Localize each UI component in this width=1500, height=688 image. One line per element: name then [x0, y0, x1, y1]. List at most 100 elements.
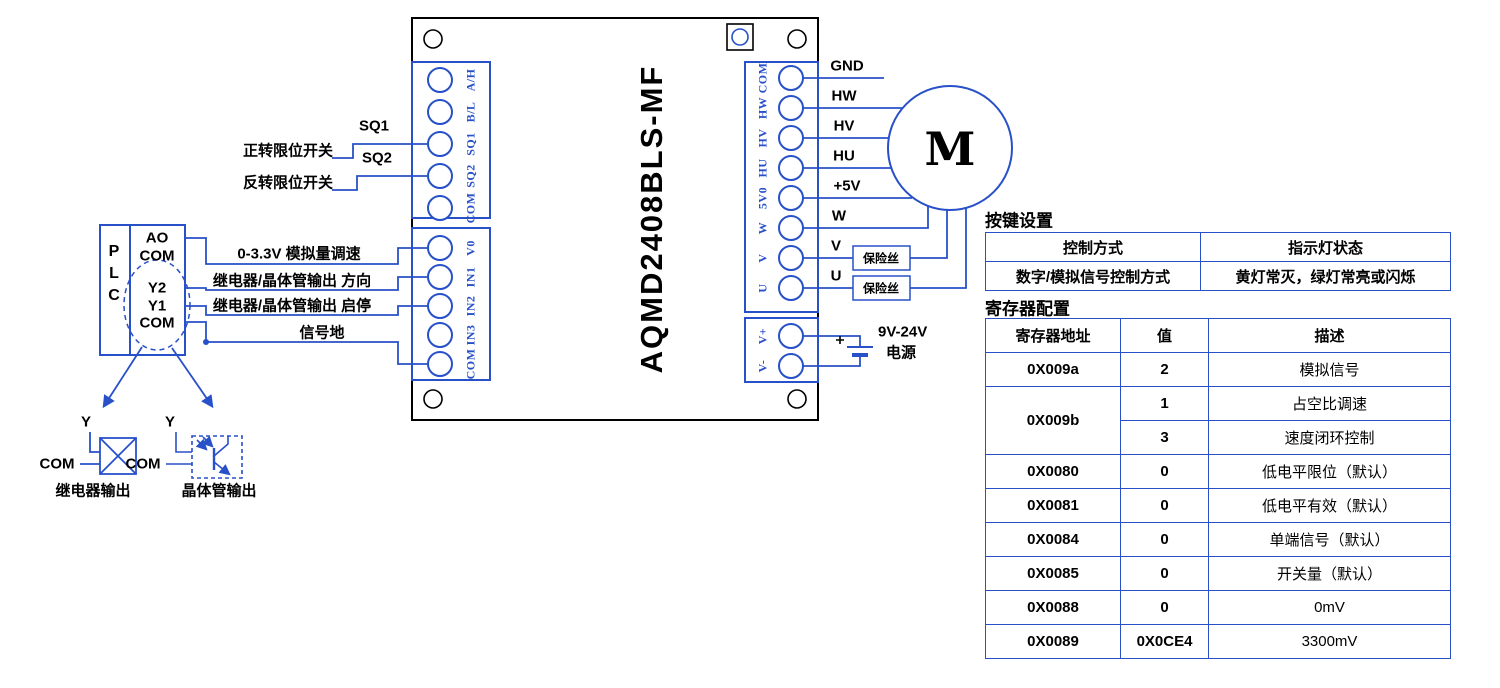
- table-row: 0X0081 0 低电平有效（默认）: [985, 488, 1451, 523]
- table-cell: 黄灯常灭，绿灯常亮或闪烁: [1200, 261, 1451, 291]
- register-address: 0X009b: [985, 386, 1121, 455]
- table-row: 0X009a 2 模拟信号: [985, 352, 1451, 387]
- wire-v-minus: [803, 355, 861, 367]
- power-supply-label: 电源: [886, 344, 917, 362]
- key-settings-table: 控制方式 指示灯状态 数字/模拟信号控制方式 黄灯常灭，绿灯常亮或闪烁: [985, 232, 1451, 291]
- register-value: 2: [1120, 352, 1209, 387]
- fuse-label-u: 保险丝: [862, 281, 900, 296]
- pin-label-hu: HU: [755, 158, 770, 178]
- table-row: 控制方式 指示灯状态: [985, 232, 1451, 262]
- register-description: 低电平有效（默认）: [1208, 488, 1451, 523]
- motor-wires: [803, 77, 967, 367]
- plc-terminal-y1: Y1: [147, 297, 167, 315]
- table-row: 0X0088 0 0mV: [985, 590, 1451, 625]
- mounting-hole-icon: [787, 389, 807, 409]
- forward-limit-switch-label: 正转限位开关: [242, 142, 334, 160]
- plc-box: [99, 224, 186, 356]
- pin-label-com-r: COM: [755, 62, 770, 94]
- wire-signal-ground: [185, 321, 428, 365]
- pin-label-hw: HW: [755, 96, 770, 120]
- wire-label-5v: +5V: [833, 177, 861, 195]
- pin-label-sq2: SQ2: [463, 164, 478, 188]
- table-row: 0X0089 0X0CE4 3300mV: [985, 624, 1451, 659]
- register-description: 开关量（默认）: [1208, 556, 1451, 591]
- pin-label-u: U: [755, 283, 770, 293]
- mounting-hole-icon: [423, 29, 443, 49]
- register-description: 单端信号（默认）: [1208, 522, 1451, 557]
- register-description: 占空比调速: [1208, 386, 1451, 421]
- pin-label-v: V: [755, 253, 770, 263]
- fuse-label-v: 保险丝: [862, 251, 900, 266]
- key-settings-title: 按键设置: [985, 211, 1053, 231]
- wire-label-v: V: [830, 237, 842, 255]
- analog-speed-label: 0-3.3V 模拟量调速: [237, 245, 361, 263]
- terminal-circle: [427, 99, 453, 125]
- wire-label-hv: HV: [833, 117, 855, 135]
- relay-y-label: Y: [80, 413, 92, 431]
- transistor-output-icon: [166, 432, 243, 479]
- terminal-circle: [778, 185, 804, 211]
- terminal-circle: [778, 245, 804, 271]
- pin-label-bl: B/L: [463, 101, 478, 123]
- fuse-box-u: [852, 275, 911, 301]
- battery-icon: [836, 336, 873, 357]
- pin-label-com: COM: [463, 192, 478, 224]
- register-description: 0mV: [1208, 590, 1451, 625]
- table-row: 0X0080 0 低电平限位（默认）: [985, 454, 1451, 489]
- pin-label-ah: A/H: [463, 68, 478, 92]
- table-cell: 数字/模拟信号控制方式: [985, 261, 1201, 291]
- plc-letter-l: L: [109, 265, 119, 282]
- mounting-holes: [423, 29, 807, 409]
- table-row: 0X009b 1 占空比调速: [985, 386, 1451, 455]
- column-header: 寄存器地址: [985, 318, 1121, 353]
- pin-label-hv: HV: [755, 128, 770, 148]
- register-value: 0: [1120, 454, 1209, 489]
- mounting-hole-icon: [423, 389, 443, 409]
- power-voltage-label: 9V-24V: [878, 323, 928, 341]
- register-description: 速度闭环控制: [1208, 420, 1451, 455]
- table-row: 0X0084 0 单端信号（默认）: [985, 522, 1451, 557]
- motor-label: M: [924, 122, 976, 176]
- register-config-title: 寄存器配置: [985, 299, 1070, 319]
- junction-dot: [203, 339, 209, 345]
- terminal-circle: [778, 125, 804, 151]
- wire-sq2: [332, 175, 428, 191]
- plc-wires: [185, 237, 428, 365]
- terminal-circle: [778, 215, 804, 241]
- output-group-ellipse: [123, 259, 191, 351]
- terminal-circle: [427, 235, 453, 261]
- terminal-circle: [427, 351, 453, 377]
- table-row: 寄存器地址 值 描述: [985, 318, 1451, 353]
- board-name: AQMD2408BLS-MF: [634, 64, 669, 374]
- wire-label-gnd: GND: [830, 57, 864, 75]
- register-address: 0X0080: [985, 454, 1121, 489]
- register-value: 1: [1120, 386, 1209, 421]
- column-header: 指示灯状态: [1200, 232, 1451, 262]
- plc-terminal-com: COM: [139, 247, 175, 265]
- plc-letter-p: P: [108, 243, 120, 260]
- transistor-caption: 晶体管输出: [181, 482, 257, 500]
- pin-label-vplus: V+: [755, 327, 770, 345]
- column-header: 描述: [1208, 318, 1451, 353]
- terminal-circle: [778, 353, 804, 379]
- plus-sign-icon: [836, 336, 844, 344]
- pin-label-5v0: 5V0: [755, 186, 770, 210]
- pin-label-in2: IN2: [463, 295, 478, 317]
- register-description: 低电平限位（默认）: [1208, 454, 1451, 489]
- register-value: 0: [1120, 488, 1209, 523]
- reverse-limit-switch-label: 反转限位开关: [242, 174, 334, 192]
- column-header: 值: [1120, 318, 1209, 353]
- transistor-com-label: COM: [125, 455, 161, 473]
- pin-label-in3: IN3: [463, 324, 478, 346]
- sq2-label: SQ2: [361, 149, 393, 167]
- plc-letter-c: C: [108, 287, 120, 304]
- register-value: 0X0CE4: [1120, 624, 1209, 659]
- terminal-circle: [778, 95, 804, 121]
- wire-label-hu: HU: [833, 147, 855, 165]
- terminal-circle: [427, 163, 453, 189]
- wire-analog: [185, 237, 428, 265]
- wire-v-plus: [803, 335, 861, 347]
- wire-label-u: U: [830, 267, 842, 285]
